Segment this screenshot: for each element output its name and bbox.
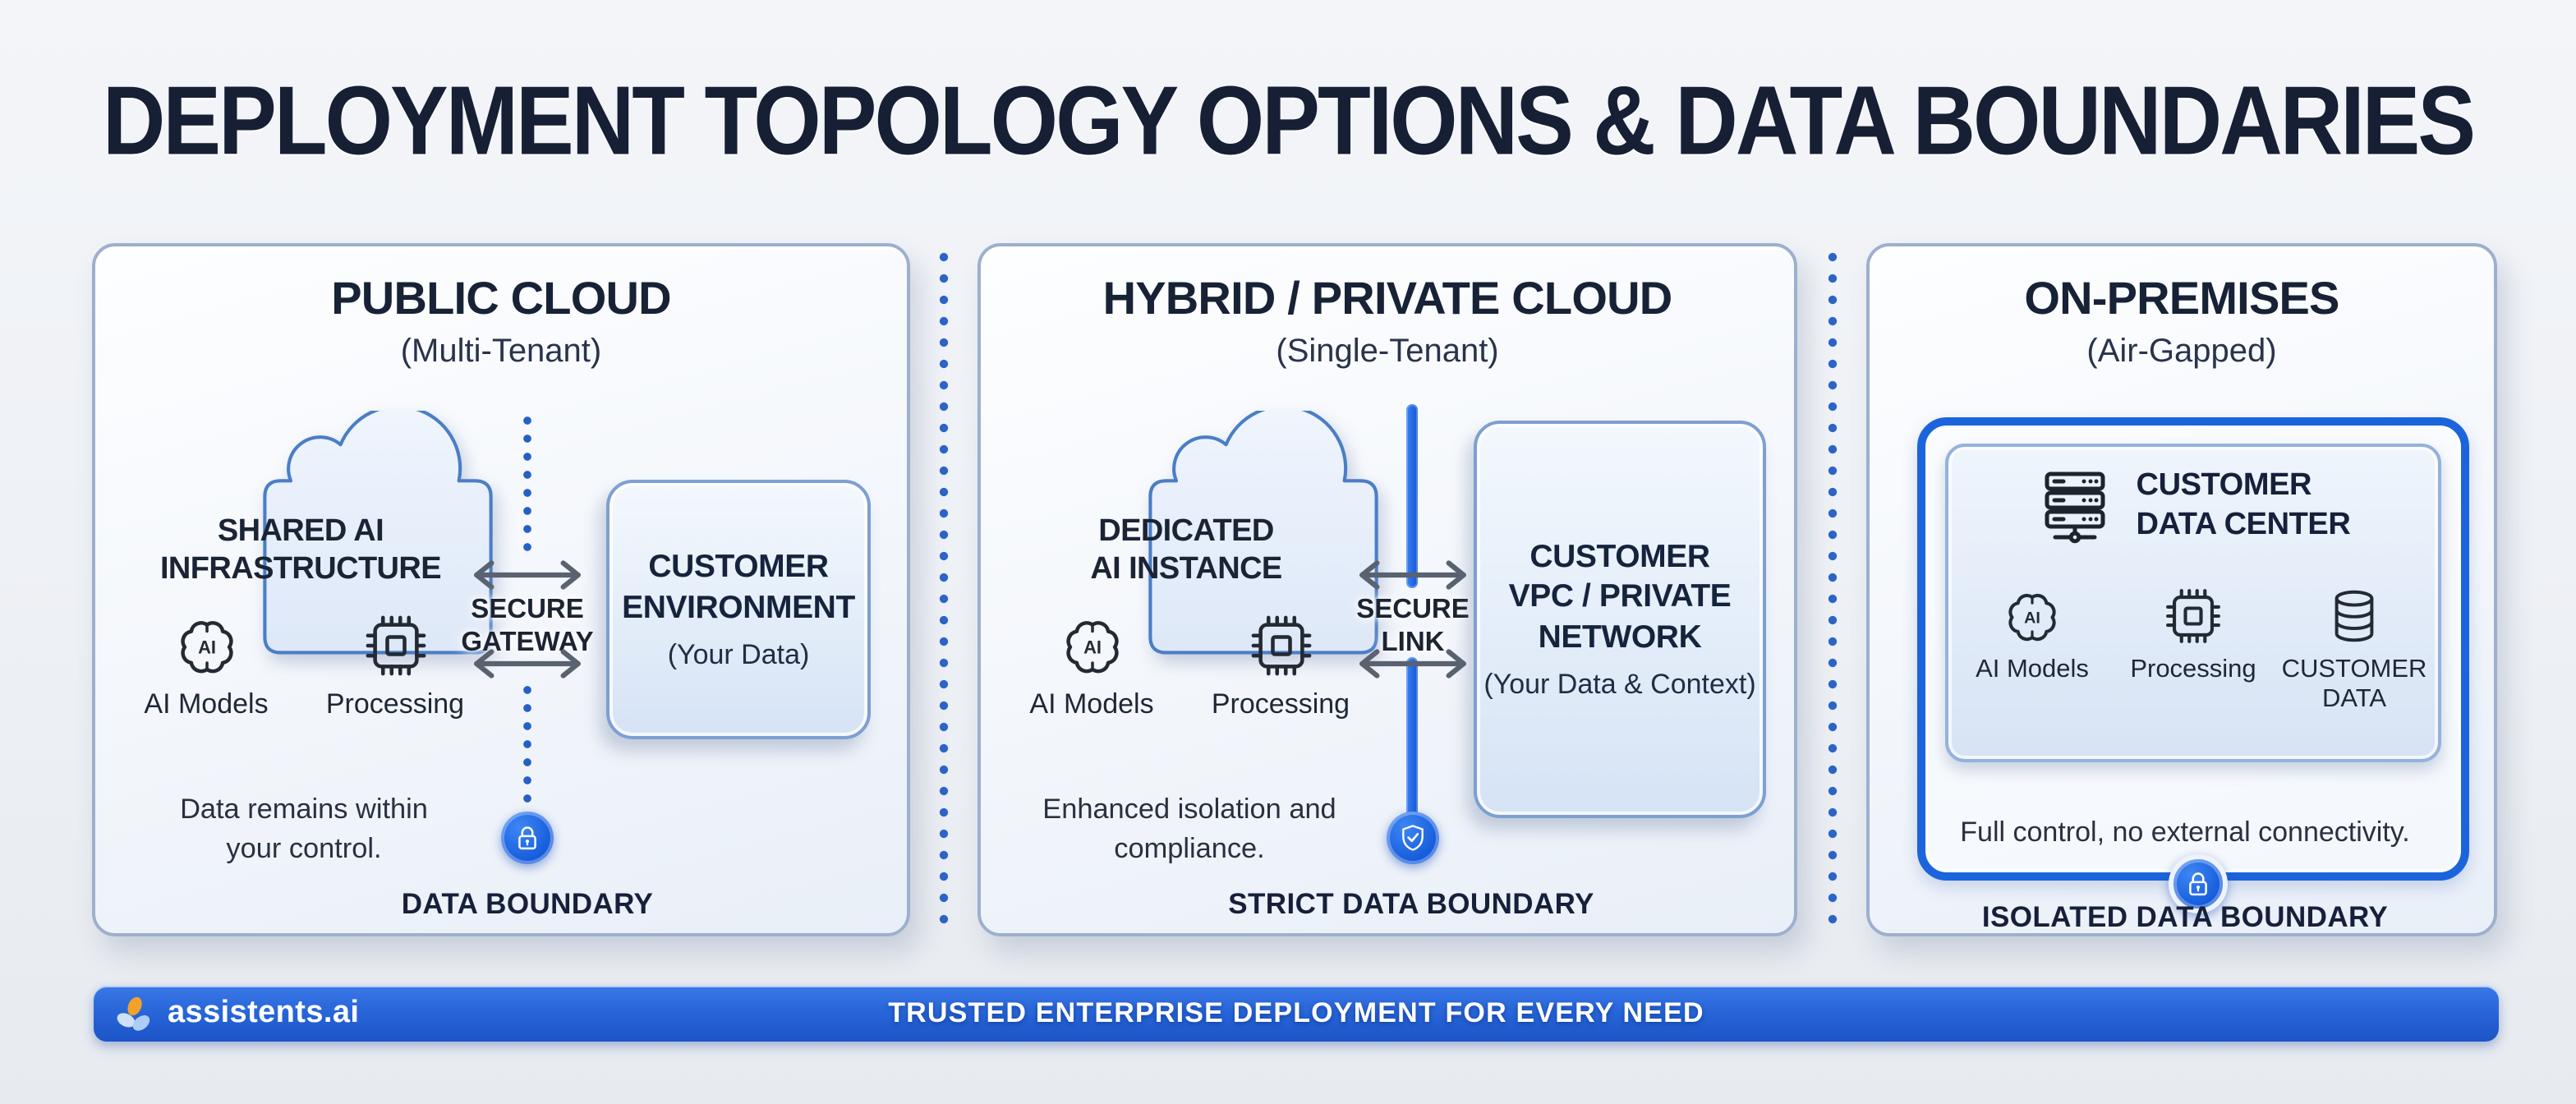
lock-badge bbox=[501, 812, 554, 864]
caption-line2: compliance. bbox=[1114, 831, 1265, 865]
ai-models-label: AI Models bbox=[1029, 688, 1154, 720]
customer-data-line2: DATA bbox=[2321, 684, 2387, 713]
cloud-name-line1: DEDICATED bbox=[1098, 514, 1274, 549]
brain-ai-icon bbox=[2001, 585, 2063, 647]
processing-label: Processing bbox=[1211, 688, 1350, 720]
link-word1: SECURE bbox=[471, 595, 584, 624]
ai-models-figure: AI Models bbox=[1017, 611, 1166, 720]
datacenter-name: CUSTOMER DATA CENTER bbox=[2137, 467, 2351, 545]
shield-check-icon bbox=[1396, 821, 1429, 854]
footer-bar: assistents.ai TRUSTED ENTERPRISE DEPLOYM… bbox=[94, 986, 2499, 1042]
ai-models-label: AI Models bbox=[144, 688, 269, 720]
panel-public-cloud: PUBLIC CLOUD (Multi-Tenant) SHARED AI IN… bbox=[92, 243, 910, 936]
panel-separator-dotted bbox=[938, 250, 950, 933]
processing-figure: Processing bbox=[2121, 585, 2266, 685]
processing-figure: Processing bbox=[1206, 611, 1355, 720]
database-icon bbox=[2323, 585, 2385, 647]
footer-tagline: TRUSTED ENTERPRISE DEPLOYMENT FOR EVERY … bbox=[888, 997, 1704, 1028]
shared-ai-cloud: SHARED AI INFRASTRUCTURE AI Models Proce… bbox=[131, 411, 470, 769]
cloud-icons: AI Models Processing bbox=[1017, 611, 1355, 720]
processing-figure: Processing bbox=[320, 611, 470, 720]
lock-icon bbox=[511, 821, 544, 854]
chip-icon bbox=[361, 611, 430, 680]
cloud-name: DEDICATED AI INSTANCE bbox=[1017, 513, 1355, 589]
bidirectional-arrow-icon bbox=[1350, 647, 1475, 680]
datacenter-name-line1: CUSTOMER bbox=[2136, 468, 2312, 504]
cloud-name-line2: AI INSTANCE bbox=[1090, 552, 1282, 587]
brain-ai-icon bbox=[1057, 611, 1126, 680]
target-name-line2: ENVIRONMENT bbox=[622, 589, 855, 625]
target-name: CUSTOMER VPC / PRIVATE NETWORK bbox=[1509, 536, 1732, 657]
customer-data-figure: CUSTOMER DATA bbox=[2282, 585, 2426, 714]
panel-subtitle: (Single-Tenant) bbox=[1276, 334, 1499, 370]
customer-vpc-box: CUSTOMER VPC / PRIVATE NETWORK (Your Dat… bbox=[1474, 421, 1766, 818]
ai-models-figure: AI Models bbox=[1960, 585, 2104, 685]
link-word1: SECURE bbox=[1356, 595, 1470, 624]
brand-name: assistents.ai bbox=[168, 996, 360, 1030]
strict-boundary-line-bottom bbox=[1406, 657, 1418, 818]
caption-line1: Data remains within bbox=[180, 792, 428, 825]
ai-models-figure: AI Models bbox=[131, 611, 281, 720]
brain-ai-icon bbox=[172, 611, 241, 680]
cloud-name-line1: SHARED AI bbox=[217, 514, 384, 549]
ai-models-label: AI Models bbox=[1976, 656, 2089, 683]
target-name-line3: NETWORK bbox=[1538, 619, 1702, 656]
panel-caption: Data remains within your control. bbox=[141, 789, 467, 867]
processing-label: Processing bbox=[325, 688, 465, 720]
dedicated-ai-cloud: DEDICATED AI INSTANCE AI Models Processi… bbox=[1017, 411, 1355, 769]
datacenter-icons: AI Models Processing CUSTOMER DATA bbox=[1948, 585, 2438, 714]
panel-on-premises: ON-PREMISES (Air-Gapped) CUSTOMER DATA C… bbox=[1866, 243, 2497, 936]
target-name: CUSTOMER ENVIRONMENT bbox=[622, 547, 855, 628]
shield-badge bbox=[1387, 812, 1439, 864]
bidirectional-arrow-icon bbox=[465, 559, 590, 591]
panel-title: ON-PREMISES bbox=[2024, 273, 2339, 324]
boundary-label: DATA BOUNDARY bbox=[401, 887, 654, 920]
data-boundary-dotted-line-bottom bbox=[522, 683, 532, 808]
target-name-line1: CUSTOMER bbox=[648, 548, 829, 585]
processing-label: Processing bbox=[2130, 656, 2256, 683]
link-word2: LINK bbox=[1381, 628, 1445, 658]
target-name-line1: CUSTOMER bbox=[1530, 538, 1710, 575]
link-word2: GATEWAY bbox=[461, 628, 594, 658]
panel-subtitle: (Multi-Tenant) bbox=[400, 334, 602, 370]
chip-icon bbox=[2162, 585, 2224, 647]
cloud-icons: AI Models Processing bbox=[131, 611, 470, 720]
customer-data-label: CUSTOMER DATA bbox=[2282, 656, 2427, 714]
boundary-label: STRICT DATA BOUNDARY bbox=[1228, 887, 1594, 920]
panel-hybrid-private-cloud: HYBRID / PRIVATE CLOUD (Single-Tenant) D… bbox=[978, 243, 1797, 936]
datacenter-name-line2: DATA CENTER bbox=[2136, 508, 2351, 542]
data-boundary-dotted-line-top bbox=[522, 414, 532, 552]
bidirectional-arrow-icon bbox=[1350, 559, 1475, 591]
panel-subtitle: (Air-Gapped) bbox=[2086, 334, 2277, 370]
caption-line2: your control. bbox=[226, 831, 382, 865]
datacenter-header: CUSTOMER DATA CENTER bbox=[1948, 467, 2438, 545]
cloud-name-line2: INFRASTRUCTURE bbox=[159, 552, 442, 587]
bidirectional-arrow-icon bbox=[465, 647, 590, 680]
lock-badge bbox=[2169, 854, 2228, 913]
boundary-label: ISOLATED DATA BOUNDARY bbox=[1981, 900, 2389, 933]
customer-data-line1: CUSTOMER bbox=[2281, 656, 2427, 683]
brand: assistents.ai bbox=[94, 993, 359, 1034]
panel-title: PUBLIC CLOUD bbox=[331, 273, 671, 324]
customer-environment-box: CUSTOMER ENVIRONMENT (Your Data) bbox=[606, 480, 871, 739]
customer-datacenter-box: CUSTOMER DATA CENTER AI Models Processin… bbox=[1945, 444, 2441, 762]
caption-line1: Enhanced isolation and bbox=[1042, 792, 1336, 825]
lock-icon bbox=[2182, 867, 2215, 900]
secure-link-label: SECURE LINK bbox=[1314, 593, 1511, 660]
secure-gateway-label: SECURE GATEWAY bbox=[429, 593, 626, 660]
strict-boundary-line-top bbox=[1406, 404, 1418, 588]
server-rack-icon bbox=[2036, 467, 2115, 545]
panel-separator-dotted bbox=[1827, 250, 1838, 933]
chip-icon bbox=[1246, 611, 1315, 680]
cloud-name: SHARED AI INFRASTRUCTURE bbox=[131, 513, 470, 589]
caption-line1: Full control, no external connectivity. bbox=[1960, 816, 2410, 848]
panel-caption: Full control, no external connectivity. bbox=[1909, 813, 2461, 853]
target-sub: (Your Data & Context) bbox=[1484, 669, 1756, 701]
target-sub: (Your Data) bbox=[667, 639, 810, 671]
panel-caption: Enhanced isolation and compliance. bbox=[1027, 789, 1352, 867]
panel-title: HYBRID / PRIVATE CLOUD bbox=[1102, 273, 1673, 324]
target-name-line2: VPC / PRIVATE bbox=[1508, 578, 1732, 615]
page-title: DEPLOYMENT TOPOLOGY OPTIONS & DATA BOUND… bbox=[102, 67, 2476, 177]
